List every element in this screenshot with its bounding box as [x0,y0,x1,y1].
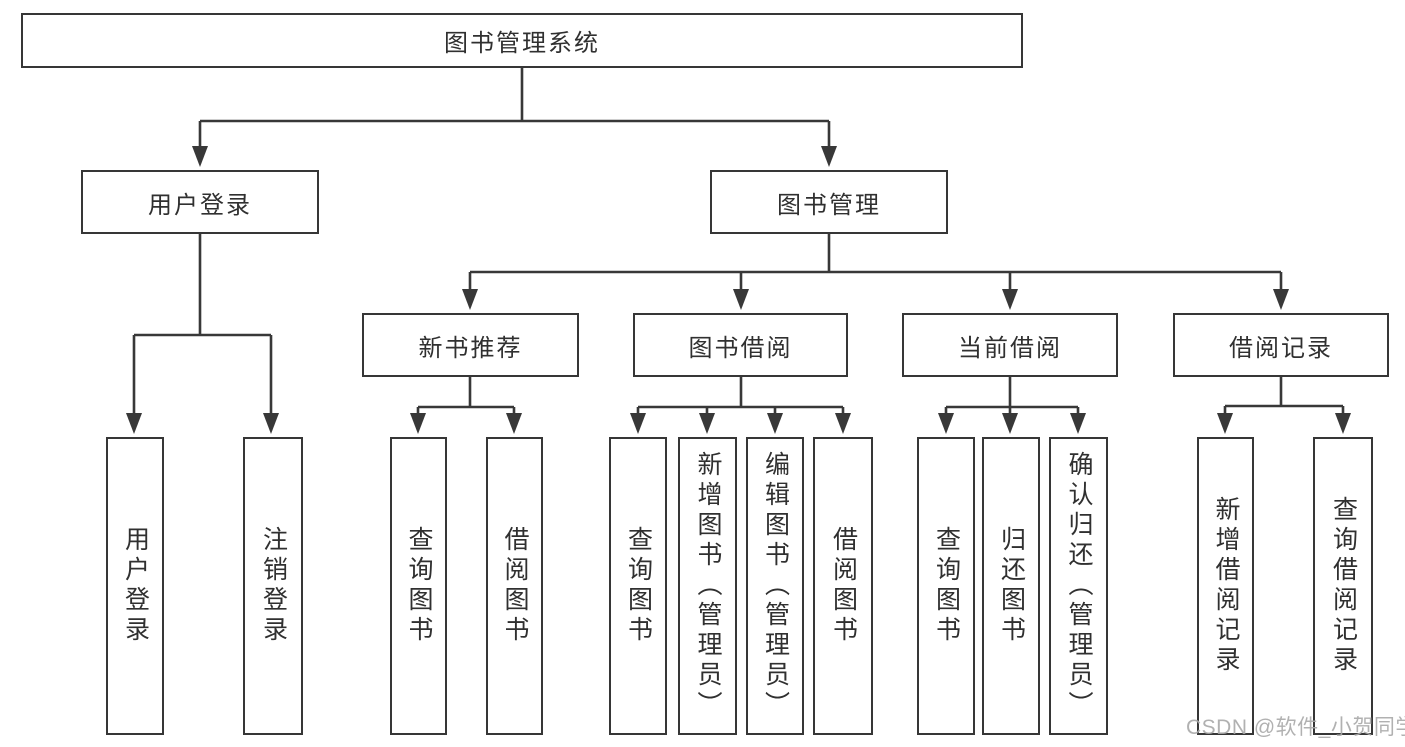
leaf-query-books-borrow: 查询图书 [609,437,667,735]
connector-user-login [132,234,273,414]
arrowheads-user-login [126,413,279,434]
node-book-borrow: 图书借阅 [633,313,848,377]
arrow-down [733,289,749,310]
arrowheads-current-borrow [938,413,1086,434]
connector-new-book-recommend [416,377,516,414]
arrowheads-new-book-recommend [410,413,522,434]
leaf-edit-book-admin: 编辑图书（管理员） [746,437,804,735]
arrow-down [835,413,851,434]
node-book-borrow-label: 图书借阅 [688,334,793,362]
leaf-add-borrow-record-label: 新增借阅记录 [1212,496,1240,676]
connector-book-borrow [636,377,845,414]
arrow-down [938,413,954,434]
csdn-watermark: CSDN @软件_小贺同学 [1186,716,1405,739]
arrow-down [506,413,522,434]
arrow-down [263,413,279,434]
connector-current-borrow [944,377,1080,414]
node-root: 图书管理系统 [21,13,1023,68]
arrow-down [1002,413,1018,434]
leaf-borrow-books-recommend: 借阅图书 [486,437,543,735]
arrow-down [1335,413,1351,434]
leaf-add-borrow-record: 新增借阅记录 [1197,437,1254,735]
leaf-query-books-recommend: 查询图书 [390,437,447,735]
connector-book-management [468,234,1283,290]
arrow-down [1002,289,1018,310]
arrow-down [462,289,478,310]
node-user-login: 用户登录 [81,170,319,234]
leaf-borrow-books-recommend-label: 借阅图书 [501,526,529,646]
leaf-logout-label: 注销登录 [259,526,288,646]
leaf-query-borrow-record: 查询借阅记录 [1313,437,1373,735]
arrowheads-borrow-records [1217,413,1351,434]
connector-borrow-records [1223,377,1345,414]
leaf-user-login-label: 用户登录 [121,526,150,646]
leaf-add-book-admin: 新增图书（管理员） [678,437,737,735]
arrow-down [192,146,208,167]
leaf-confirm-return-admin-label: 确认归还（管理员） [1065,451,1093,721]
arrow-down [767,413,783,434]
node-borrow-records-label: 借阅记录 [1229,334,1333,362]
leaf-query-books-current: 查询图书 [917,437,975,735]
arrowheads-root [192,146,837,167]
leaf-user-login: 用户登录 [106,437,164,735]
leaf-logout: 注销登录 [243,437,303,735]
arrow-down [821,146,837,167]
connector-root [198,68,831,147]
leaf-borrow-books-label: 借阅图书 [829,526,858,646]
node-new-book-recommend-label: 新书推荐 [418,334,523,362]
arrowheads-book-management [462,289,1289,310]
leaf-query-books-borrow-label: 查询图书 [624,526,653,646]
arrow-down [699,413,715,434]
node-current-borrow: 当前借阅 [902,313,1118,377]
node-book-management: 图书管理 [710,170,948,234]
leaf-query-borrow-record-label: 查询借阅记录 [1329,496,1358,676]
node-current-borrow-label: 当前借阅 [958,334,1062,362]
node-book-management-label: 图书管理 [777,191,881,219]
arrow-down [630,413,646,434]
leaf-confirm-return-admin: 确认归还（管理员） [1049,437,1108,735]
leaf-return-book: 归还图书 [982,437,1040,735]
arrow-down [410,413,426,434]
arrow-down [126,413,142,434]
arrow-down [1217,413,1233,434]
leaf-borrow-books: 借阅图书 [813,437,873,735]
arrow-down [1273,289,1289,310]
leaf-return-book-label: 归还图书 [997,526,1026,646]
node-user-login-label: 用户登录 [148,191,252,219]
leaf-query-books-recommend-label: 查询图书 [405,526,433,646]
node-root-label: 图书管理系统 [444,30,600,57]
leaf-add-book-admin-label: 新增图书（管理员） [694,451,722,721]
node-borrow-records: 借阅记录 [1173,313,1389,377]
leaf-edit-book-admin-label: 编辑图书（管理员） [761,451,790,721]
arrow-down [1070,413,1086,434]
arrowheads-book-borrow [630,413,851,434]
leaf-query-books-current-label: 查询图书 [932,526,961,646]
node-new-book-recommend: 新书推荐 [362,313,579,377]
